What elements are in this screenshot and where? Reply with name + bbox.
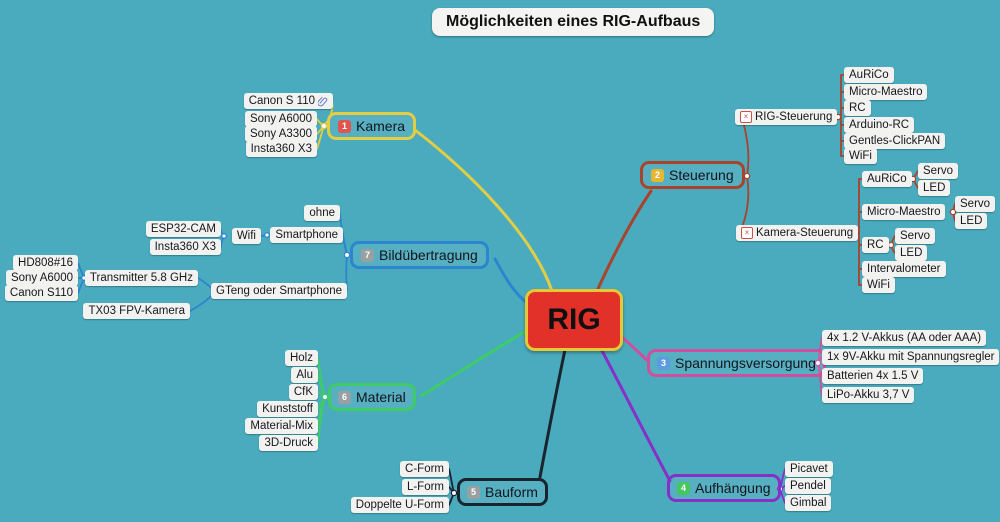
node-insta360-x3[interactable]: Insta360 X3 xyxy=(149,239,221,255)
map-title[interactable]: Möglichkeiten eines RIG-Aufbaus xyxy=(432,8,715,36)
node-pendel[interactable]: Pendel xyxy=(785,478,831,494)
collapse-dot[interactable] xyxy=(264,232,270,238)
topic-label: Aufhängung xyxy=(695,480,771,496)
node-kamera[interactable]: 1 Kamera xyxy=(327,112,417,140)
x-marker-icon: × xyxy=(741,227,753,239)
node-wifi[interactable]: WiFi xyxy=(844,148,877,164)
node-label: RIG-Steuerung xyxy=(755,111,833,123)
node-l-form[interactable]: L-Form xyxy=(401,479,449,495)
node-servo[interactable]: Servo xyxy=(955,196,996,212)
node-steuerung[interactable]: 2 Steuerung xyxy=(640,161,745,189)
bauform-child-lines xyxy=(448,468,455,506)
node-arduino-rc[interactable]: Arduino-RC xyxy=(844,117,915,133)
node-gentles-clickpan[interactable]: Gentles-ClickPAN xyxy=(844,133,946,149)
node-doppelte-u-form[interactable]: Doppelte U-Form xyxy=(350,497,449,513)
node-smartphone[interactable]: Smartphone xyxy=(270,227,343,243)
node-insta360-x3[interactable]: Insta360 X3 xyxy=(245,141,317,157)
node-9v-akku[interactable]: 1x 9V-Akku mit Spannungsregler xyxy=(822,349,1000,365)
node-esp32-cam[interactable]: ESP32-CAM xyxy=(145,221,221,237)
node-gimbal[interactable]: Gimbal xyxy=(785,495,832,511)
node-canon-s110[interactable]: Canon S110 xyxy=(4,285,78,301)
node-material[interactable]: 6 Material xyxy=(328,383,416,411)
node-holz[interactable]: Holz xyxy=(284,350,318,366)
node-material-mix[interactable]: Material-Mix xyxy=(245,418,318,434)
collapse-dot[interactable] xyxy=(887,241,895,249)
node-bilduebertragung[interactable]: 7 Bildübertragung xyxy=(350,241,489,269)
node-picavet[interactable]: Picavet xyxy=(785,461,833,477)
node-aufhaengung[interactable]: 4 Aufhängung xyxy=(667,474,781,502)
node-led[interactable]: LED xyxy=(918,180,951,196)
node-spannungsversorgung[interactable]: 3 Spannungsversorgung xyxy=(647,349,826,377)
node-sony-a6000[interactable]: Sony A6000 xyxy=(244,111,317,127)
topic-label: Bildübertragung xyxy=(379,247,478,263)
node-led[interactable]: LED xyxy=(955,213,988,229)
node-rc[interactable]: RC xyxy=(862,237,889,253)
collapse-dot[interactable] xyxy=(321,393,329,401)
topic-label: Material xyxy=(356,389,406,405)
node-servo[interactable]: Servo xyxy=(895,228,936,244)
node-alu[interactable]: Alu xyxy=(291,367,318,383)
node-aurico[interactable]: AuRiCo xyxy=(844,67,894,83)
node-tx03-fpv-kamera[interactable]: TX03 FPV-Kamera xyxy=(83,303,190,319)
node-batterien[interactable]: Batterien 4x 1.5 V xyxy=(822,368,924,384)
node-cfk[interactable]: CfK xyxy=(288,384,318,400)
node-akkus-aa[interactable]: 4x 1.2 V-Akkus (AA oder AAA) xyxy=(822,330,987,346)
collapse-dots xyxy=(81,113,957,497)
priority-5-badge: 5 xyxy=(467,485,480,499)
node-label: Kamera-Steuerung xyxy=(756,227,854,239)
material-child-lines xyxy=(317,357,326,444)
collapse-dot[interactable] xyxy=(743,172,751,180)
topic-label: Spannungsversorgung xyxy=(675,355,816,371)
topic-label: Kamera xyxy=(356,118,406,134)
node-micro-maestro[interactable]: Micro-Maestro xyxy=(844,84,928,100)
main-branch-lines xyxy=(413,128,672,483)
node-led[interactable]: LED xyxy=(895,245,928,261)
priority-1-badge: 1 xyxy=(338,119,351,133)
paperclip-icon xyxy=(318,96,328,106)
collapse-dot[interactable] xyxy=(450,489,458,497)
node-c-form[interactable]: C-Form xyxy=(400,461,449,477)
x-marker-icon: × xyxy=(740,111,752,123)
node-hd808[interactable]: HD808#16 xyxy=(13,255,78,271)
node-aurico[interactable]: AuRiCo xyxy=(862,171,912,187)
node-ohne[interactable]: ohne xyxy=(304,205,340,221)
node-micro-maestro[interactable]: Micro-Maestro xyxy=(862,204,946,220)
node-intervalometer[interactable]: Intervalometer xyxy=(862,261,946,277)
node-gteng-oder-smartphone[interactable]: GTeng oder Smartphone xyxy=(211,283,347,299)
priority-7-badge: 7 xyxy=(361,248,374,262)
priority-6-badge: 6 xyxy=(338,390,351,404)
priority-3-badge: 3 xyxy=(657,356,670,370)
collapse-dot[interactable] xyxy=(814,359,822,367)
collapse-dot[interactable] xyxy=(949,208,957,216)
node-rig-steuerung[interactable]: × RIG-Steuerung xyxy=(735,109,838,125)
node-lipo-akku[interactable]: LiPo-Akku 3,7 V xyxy=(822,387,915,403)
node-servo[interactable]: Servo xyxy=(918,163,959,179)
priority-4-badge: 4 xyxy=(677,481,690,495)
node-sony-a6000[interactable]: Sony A6000 xyxy=(5,270,78,286)
collapse-dot[interactable] xyxy=(221,233,227,239)
node-canon-s110[interactable]: Canon S 110 xyxy=(243,93,333,109)
node-wifi[interactable]: WiFi xyxy=(862,277,895,293)
node-rc[interactable]: RC xyxy=(844,100,871,116)
node-rig[interactable]: RIG xyxy=(525,289,623,351)
priority-2-badge: 2 xyxy=(651,168,664,182)
node-transmitter-58ghz[interactable]: Transmitter 5.8 GHz xyxy=(84,270,198,286)
node-kamera-steuerung[interactable]: × Kamera-Steuerung xyxy=(736,225,859,241)
node-wifi[interactable]: Wifi xyxy=(231,228,261,244)
topic-label: Bauform xyxy=(485,484,538,500)
node-label: Canon S 110 xyxy=(248,95,315,107)
node-sony-a3300[interactable]: Sony A3300 xyxy=(244,126,317,142)
node-3d-druck[interactable]: 3D-Druck xyxy=(259,435,318,451)
topic-label: Steuerung xyxy=(669,167,734,183)
collapse-dot[interactable] xyxy=(320,122,328,130)
node-bauform[interactable]: 5 Bauform xyxy=(457,478,548,506)
node-kunststoff[interactable]: Kunststoff xyxy=(257,401,318,417)
collapse-dot[interactable] xyxy=(343,251,351,259)
